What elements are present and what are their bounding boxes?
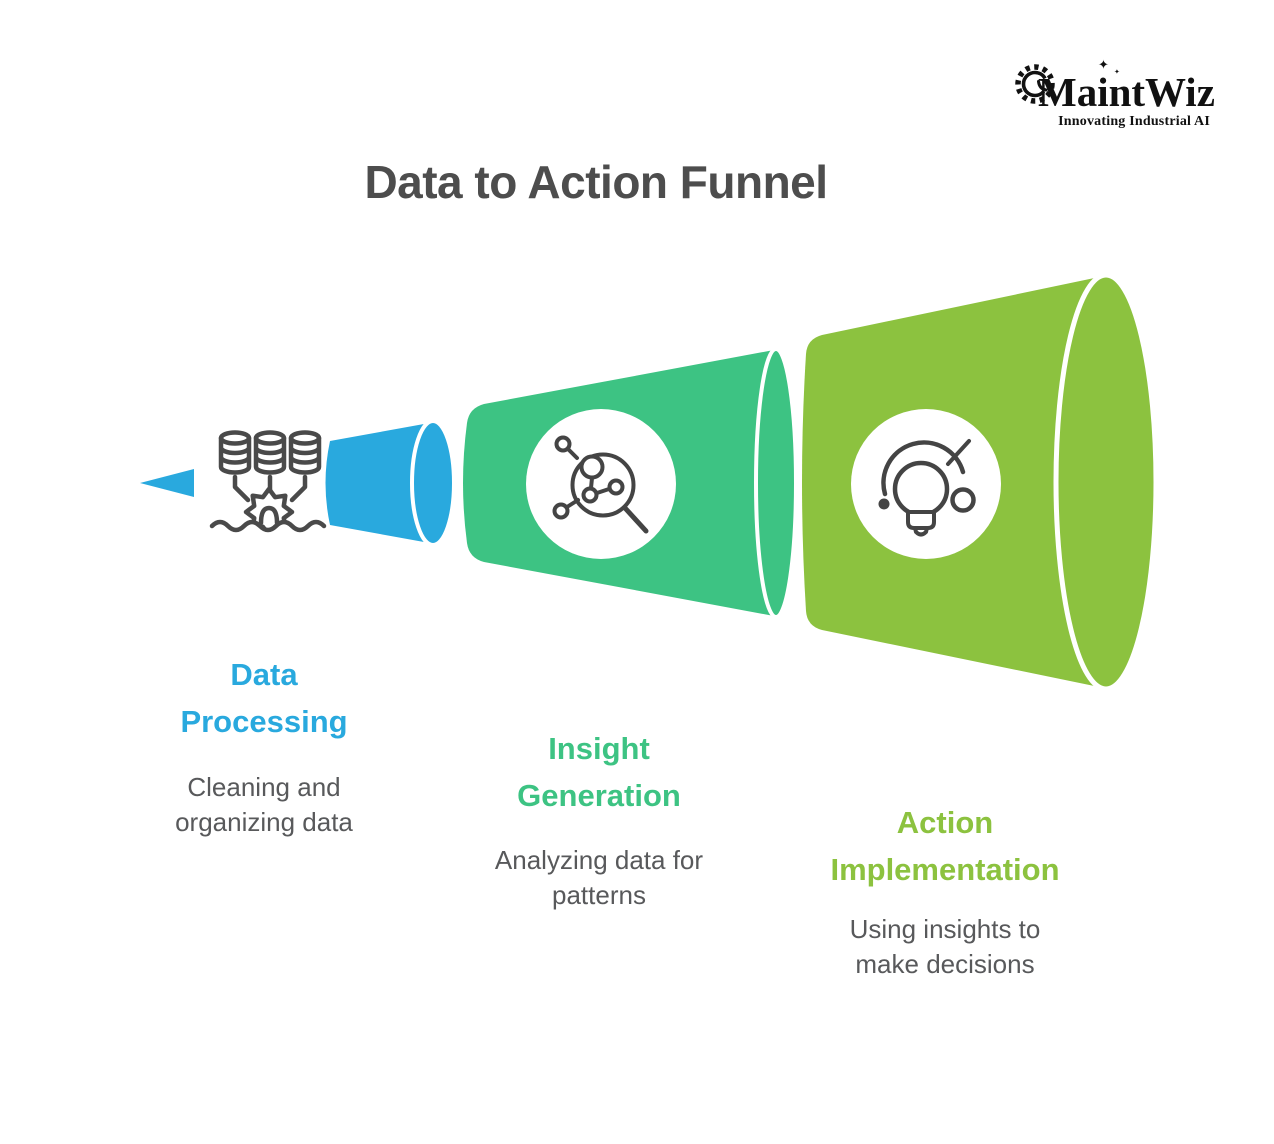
databases-gear-waves-icon [209, 430, 327, 548]
network-node [581, 486, 599, 504]
stage-description-action-implementation: Using insights to make decisions [849, 914, 1041, 980]
dial-tick [946, 439, 971, 466]
node-link [589, 476, 594, 490]
logo-name: MaintWiz [1038, 69, 1215, 115]
stage-description-insight-generation: Analyzing data for patterns [494, 845, 704, 911]
network-node [579, 454, 605, 480]
flow-line [232, 474, 251, 503]
network-node [554, 435, 572, 453]
funnel-stage-cap-action-implementation [1053, 272, 1159, 692]
stage-description-data-processing: Cleaning and organizing data [175, 772, 353, 838]
bulb-base [906, 510, 936, 530]
magnifier-network-icon [552, 435, 649, 534]
magnifier-handle [622, 505, 649, 534]
stage-label-data-processing: Data Processing [180, 657, 348, 739]
gear-swirl [1037, 80, 1048, 92]
gear-arch [258, 505, 280, 526]
lightbulb-dial-icon [878, 439, 976, 537]
database-cylinder [253, 430, 287, 475]
funnel-stage-cap-insight-generation [754, 347, 798, 619]
node-link [566, 447, 579, 460]
gear-teeth [1015, 64, 1055, 104]
network-node [552, 502, 570, 520]
maintwiz-logo: MaintWiz ✦ ✦ Innovating Industrial AI [1012, 56, 1215, 136]
database-cylinder [218, 430, 252, 475]
funnel-stage-cap-data-processing [410, 419, 456, 547]
page-title: Data to Action Funnel [364, 156, 828, 208]
magnifier-lens [570, 452, 636, 518]
dial-dot [878, 498, 890, 510]
funnel-tip [140, 469, 194, 497]
stage-icon-disc [526, 409, 676, 559]
sparkle-icon: ✦ [1098, 58, 1109, 73]
node-link [565, 498, 580, 509]
database-cylinder [288, 430, 322, 475]
bulb-nub [913, 526, 929, 537]
network-node [607, 478, 625, 496]
flow-line [289, 474, 308, 503]
stage-label-action-implementation: Action Implementation [830, 805, 1060, 887]
gear-ring [1021, 70, 1049, 98]
dial-ring [950, 487, 976, 513]
funnel-stage-body-data-processing [325, 422, 435, 544]
stage-label-insight-generation: Insight Generation [517, 731, 681, 813]
node-link [595, 487, 611, 495]
logo-tagline: Innovating Industrial AI [1058, 114, 1210, 129]
water-mask [212, 522, 324, 548]
sparkle-small-icon: ✦ [1114, 68, 1120, 76]
wave-line [209, 519, 327, 533]
stage-icon-disc [851, 409, 1001, 559]
gear-logo-icon [1015, 64, 1055, 104]
